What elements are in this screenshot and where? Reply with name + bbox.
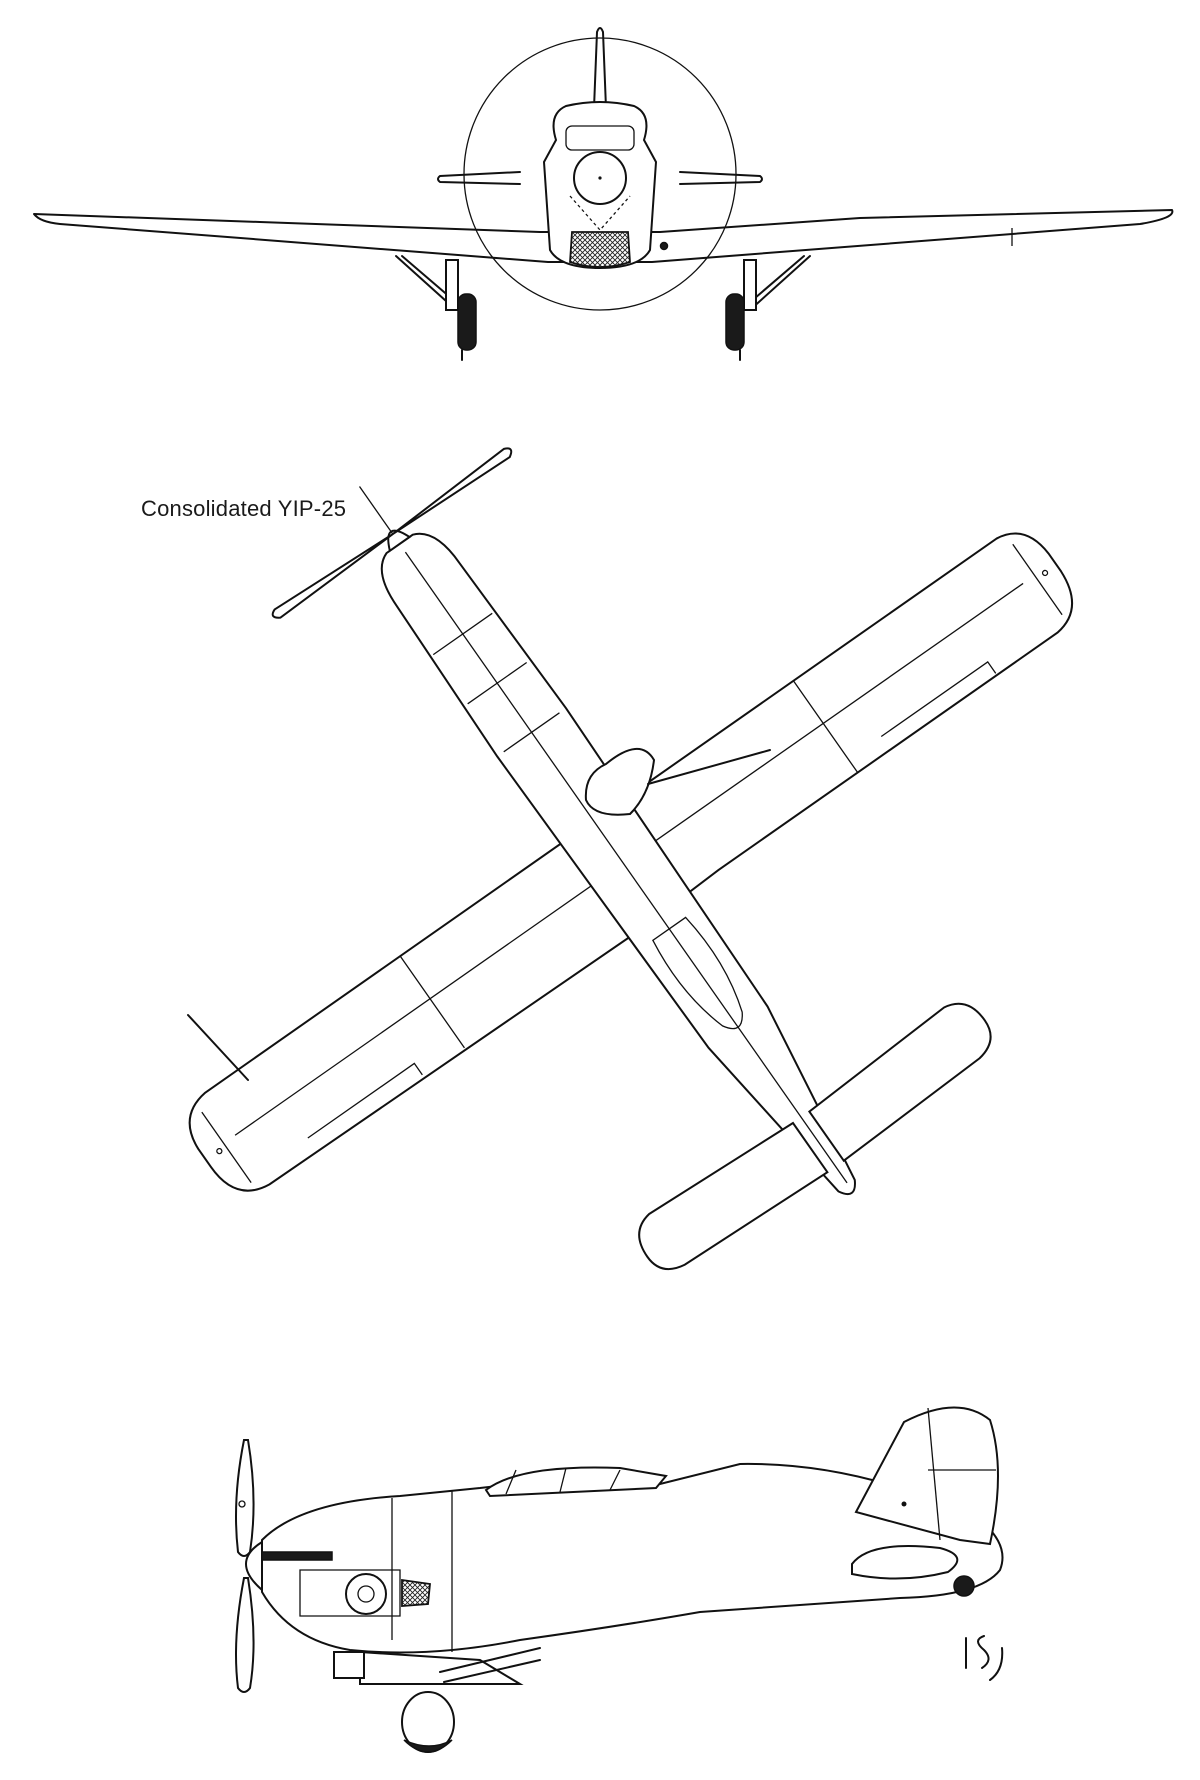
plan-propeller: [271, 447, 513, 619]
side-exhaust-stack: [261, 1551, 333, 1561]
side-radiator-scoop: [333, 1651, 365, 1679]
drawing-caption: Consolidated YIP-25: [141, 496, 347, 521]
plan-canopy: [652, 916, 743, 1030]
side-canopy-frames: [505, 1467, 621, 1495]
side-view: [235, 1406, 1004, 1753]
plan-pitot-tube: [187, 1014, 249, 1081]
side-prop-hub-mark: [238, 1500, 246, 1508]
side-rudder-hinge: [927, 1407, 941, 1541]
plan-wingtip-line-left: [201, 1111, 252, 1183]
plan-tailplane-left: [638, 1121, 829, 1271]
plan-ailerons: [307, 661, 997, 1139]
plan-fuselage-centerline: [404, 551, 848, 1184]
front-tailplane: [437, 171, 763, 185]
front-wing: [33, 209, 1174, 263]
front-wheel-left: [457, 293, 477, 351]
plan-tailplane-right: [807, 1002, 992, 1163]
front-canopy: [565, 125, 635, 151]
side-gear-strut: [439, 1647, 541, 1683]
front-wheel-right: [725, 293, 745, 351]
side-fin-rudder: [854, 1406, 999, 1546]
front-view: [33, 27, 1174, 361]
side-tailplane: [851, 1545, 959, 1580]
plan-nav-light-left: [216, 1147, 223, 1155]
side-fuselage-frames: [391, 1490, 453, 1652]
plan-wing-panel-joints: [399, 680, 859, 1049]
side-tail-wheel: [953, 1575, 975, 1597]
side-engine-accessory-hub: [357, 1585, 375, 1603]
plan-gun-turret: [584, 748, 656, 816]
side-fin-light: [901, 1501, 907, 1507]
front-air-intake: [569, 231, 631, 268]
front-gear-leg-right: [743, 259, 757, 311]
plan-prop-axis: [358, 486, 394, 535]
plan-spinner: [387, 529, 412, 553]
front-spinner-center: [598, 176, 602, 180]
front-gear-strut-right: [747, 255, 811, 311]
plan-fuselage: [380, 532, 856, 1196]
side-propeller-lower: [235, 1577, 255, 1693]
plan-nav-light-right: [1041, 569, 1049, 577]
plan-cowl-panels: [432, 612, 560, 753]
front-fin: [593, 27, 607, 109]
plan-turret-gun-barrel: [647, 749, 771, 785]
plan-wingtip-line-right: [1012, 543, 1063, 616]
side-engine-panel: [299, 1569, 401, 1617]
side-canopy: [484, 1466, 668, 1498]
plan-view: [187, 447, 1074, 1271]
side-engine-accessory: [345, 1573, 387, 1615]
front-gear-leg-left: [445, 259, 459, 311]
side-main-wheel-tire: [403, 1739, 453, 1753]
side-propeller-upper: [235, 1439, 255, 1557]
side-oil-cooler: [401, 1578, 431, 1607]
front-gun-port: [659, 241, 669, 251]
side-wing-root: [359, 1650, 524, 1685]
artist-signature-mark: [965, 1635, 1004, 1681]
